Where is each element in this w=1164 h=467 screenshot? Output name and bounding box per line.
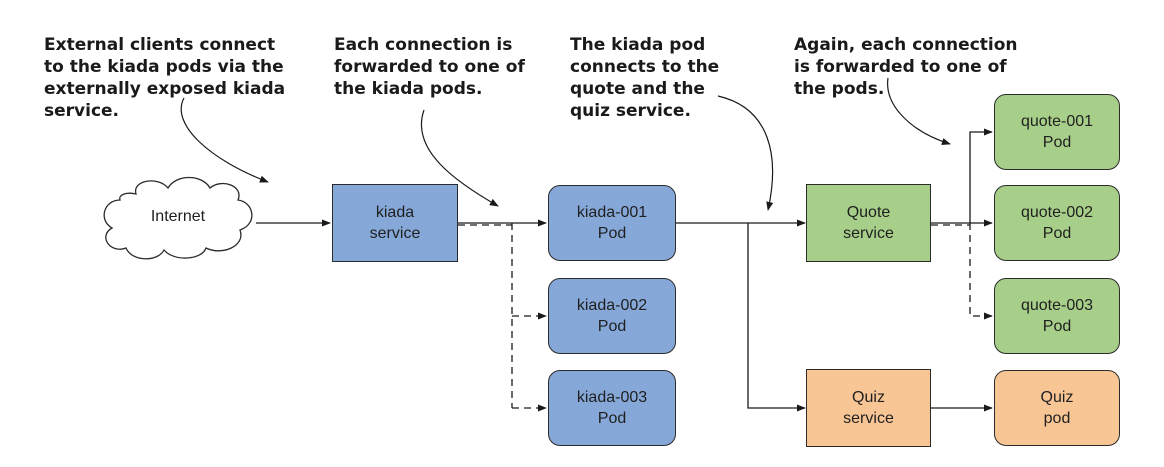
quiz-pod-box: Quiz pod bbox=[994, 370, 1120, 446]
quote-003-pod-box: quote-003 Pod bbox=[994, 278, 1120, 354]
quote-002-name: quote-002 bbox=[1020, 204, 1094, 221]
callout-arrow-4 bbox=[887, 77, 951, 145]
kiada-service-label-line1: kiada bbox=[375, 204, 415, 221]
kiada-service-box: kiada service bbox=[332, 184, 458, 262]
annotation-kiada-pod-connects: The kiada pod connects to the quote and … bbox=[570, 35, 720, 121]
annotation-external-clients: External clients connect to the kiada po… bbox=[44, 35, 286, 121]
arrow-quote-service-to-pod-001 bbox=[969, 128, 993, 223]
kiada-001-name: kiada-001 bbox=[576, 204, 648, 221]
kiada-002-name: kiada-002 bbox=[576, 297, 648, 314]
quote-001-name: quote-001 bbox=[1020, 113, 1094, 130]
quiz-service-label-line1: Quiz bbox=[852, 389, 885, 406]
quote-003-name: quote-003 bbox=[1020, 297, 1094, 314]
quote-001-pod-box: quote-001 Pod bbox=[994, 94, 1120, 170]
quiz-service-box: Quiz service bbox=[806, 369, 931, 447]
quote-002-pod-box: quote-002 Pod bbox=[994, 185, 1120, 261]
callout-arrow-1 bbox=[180, 97, 269, 183]
kiada-003-name: kiada-003 bbox=[576, 389, 648, 406]
annotation-kiada-forwarding: Each connection is forwarded to one of t… bbox=[334, 35, 525, 99]
quote-service-box: Quote service bbox=[806, 184, 931, 262]
quiz-pod-label-line2: pod bbox=[1043, 410, 1071, 427]
arrow-quote-service-to-pod-003 bbox=[969, 223, 993, 320]
arrow-pod-001-to-quiz-service bbox=[747, 223, 806, 412]
internet-label: Internet bbox=[150, 208, 206, 225]
quote-003-kind: Pod bbox=[1042, 318, 1072, 335]
kiada-003-kind: Pod bbox=[597, 410, 627, 427]
kiada-001-kind: Pod bbox=[597, 225, 627, 242]
quote-service-label-line2: service bbox=[843, 225, 894, 242]
kiada-002-pod-box: kiada-002 Pod bbox=[548, 278, 676, 354]
quiz-service-label-line2: service bbox=[843, 410, 894, 427]
kiada-001-pod-box: kiada-001 Pod bbox=[548, 185, 676, 261]
quote-001-kind: Pod bbox=[1042, 134, 1072, 151]
internet-cloud bbox=[103, 176, 253, 260]
kiada-003-pod-box: kiada-003 Pod bbox=[548, 370, 676, 446]
callout-arrow-2 bbox=[420, 109, 499, 207]
kiada-002-kind: Pod bbox=[597, 318, 627, 335]
kiada-service-label-line2: service bbox=[369, 225, 421, 242]
callout-arrow-3 bbox=[717, 95, 774, 211]
quiz-pod-label-line1: Quiz bbox=[1040, 389, 1074, 406]
quote-002-kind: Pod bbox=[1042, 225, 1072, 242]
quote-service-label-line1: Quote bbox=[846, 204, 891, 221]
annotation-pod-forwarding: Again, each connection is forwarded to o… bbox=[794, 35, 1018, 99]
